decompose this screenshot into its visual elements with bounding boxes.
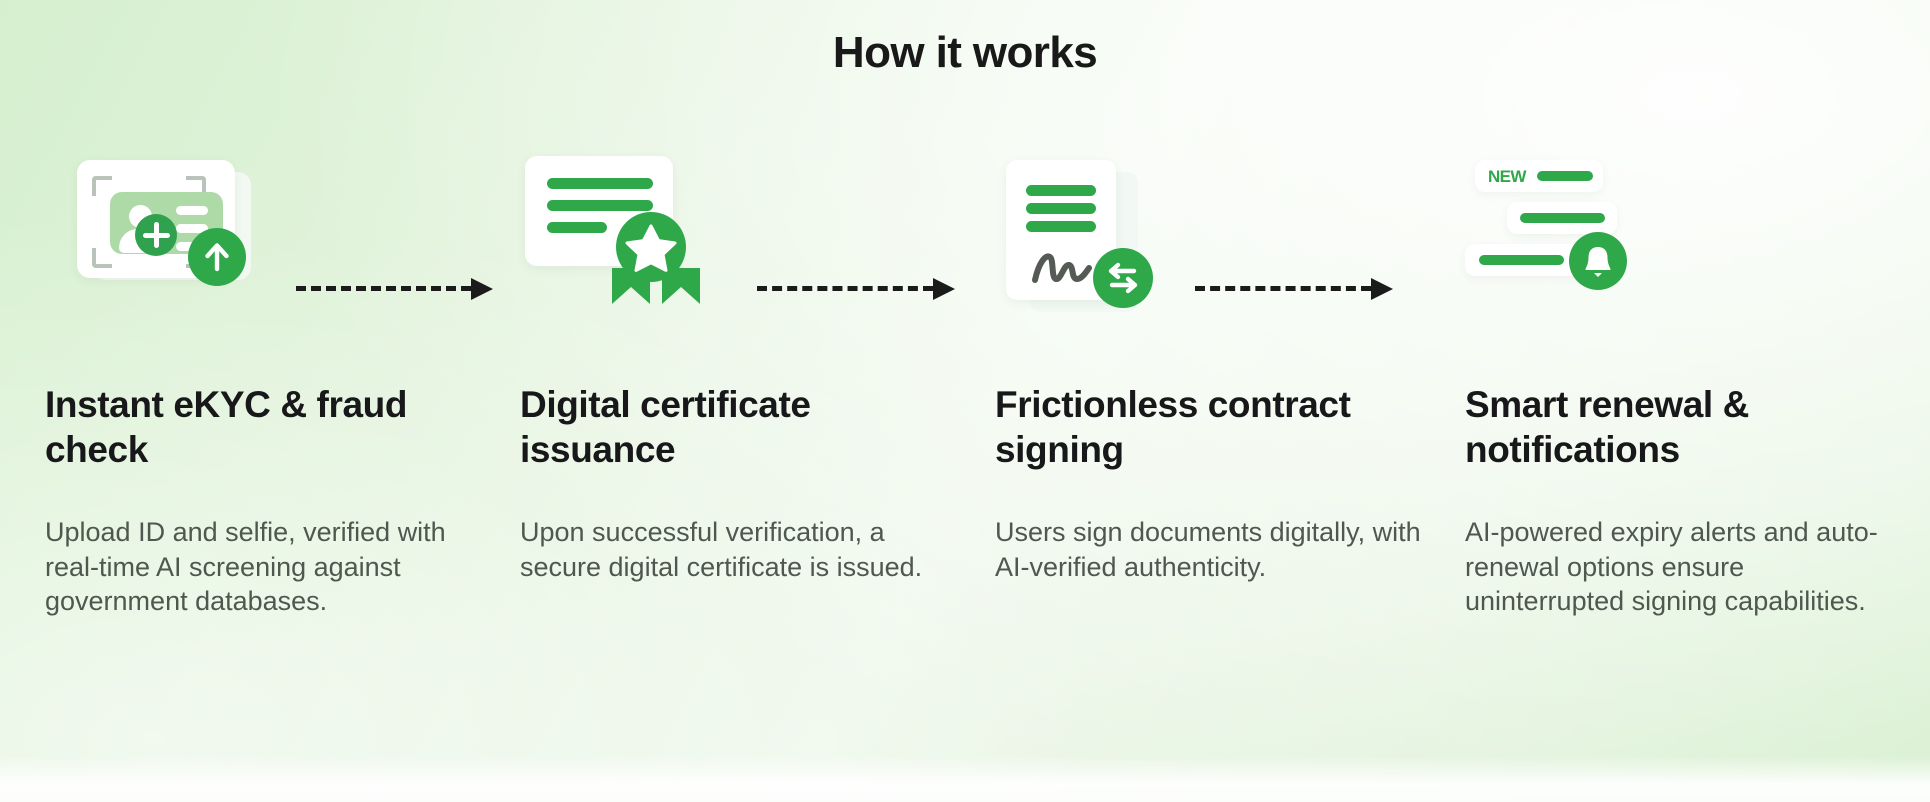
arrow-head-icon xyxy=(933,278,955,300)
arrow-dashed-line xyxy=(1195,286,1371,291)
step-card-2: Digital certificate issuance Upon succes… xyxy=(520,150,970,582)
plus-horizontal-stroke xyxy=(143,233,170,238)
step-card-1: Instant eKYC & fraud check Upload ID and… xyxy=(45,150,500,616)
certificate-text-line xyxy=(547,222,607,233)
document-text-line xyxy=(1026,221,1096,232)
step-heading: Instant eKYC & fraud check xyxy=(45,384,408,471)
new-badge-label: NEW xyxy=(1488,167,1526,186)
notification-text-line xyxy=(1520,213,1605,223)
arrow-head-icon xyxy=(471,278,493,300)
scan-corner-top-right xyxy=(186,176,206,196)
document-text-line xyxy=(1026,203,1096,214)
exchange-arrows-icon xyxy=(1093,248,1153,308)
steps-container: Instant eKYC & fraud check Upload ID and… xyxy=(0,150,1930,790)
id-text-line xyxy=(176,206,208,215)
notification-text-line xyxy=(1479,255,1564,265)
signature-scribble-icon xyxy=(1031,246,1107,297)
step-card-3: Frictionless contract signing Users sign… xyxy=(995,150,1445,582)
arrow-dashed-line xyxy=(296,286,471,291)
step-body: Upload ID and selfie, verified with real… xyxy=(45,517,446,617)
scan-corner-top-left xyxy=(92,176,112,196)
step-body: Users sign documents digitally, with AI-… xyxy=(995,517,1421,582)
step-body: AI-powered expiry alerts and auto-renewa… xyxy=(1465,517,1878,617)
bell-circle-icon xyxy=(1569,232,1627,290)
upload-arrow-icon xyxy=(188,228,246,286)
arrow-head-icon xyxy=(1371,278,1393,300)
page-title: How it works xyxy=(832,28,1098,77)
step-heading: Smart renewal & notifications xyxy=(1465,384,1749,471)
id-card-upload-icon xyxy=(45,150,500,335)
notification-text-line xyxy=(1537,171,1593,181)
connector-arrow-1 xyxy=(296,278,493,300)
step-body: Upon successful verification, a secure d… xyxy=(520,517,923,582)
certificate-text-line xyxy=(547,178,653,189)
bottom-fade-strip xyxy=(0,756,1930,802)
step-card-4: NEW Smart renewal & notifications AI-pow… xyxy=(1465,150,1895,616)
arrow-dashed-line xyxy=(757,286,933,291)
step-heading: Digital certificate issuance xyxy=(520,384,811,471)
document-text-line xyxy=(1026,185,1096,196)
certificate-award-icon xyxy=(520,150,970,335)
connector-arrow-2 xyxy=(757,278,955,300)
certificate-text-line xyxy=(547,200,653,211)
notification-bell-icon: NEW xyxy=(1465,150,1895,335)
scan-corner-bottom-left xyxy=(92,248,112,268)
id-text-line xyxy=(176,224,208,233)
contract-signature-icon xyxy=(995,150,1445,335)
award-medal-circle xyxy=(616,212,686,282)
step-heading: Frictionless contract signing xyxy=(995,384,1351,471)
connector-arrow-3 xyxy=(1195,278,1393,300)
